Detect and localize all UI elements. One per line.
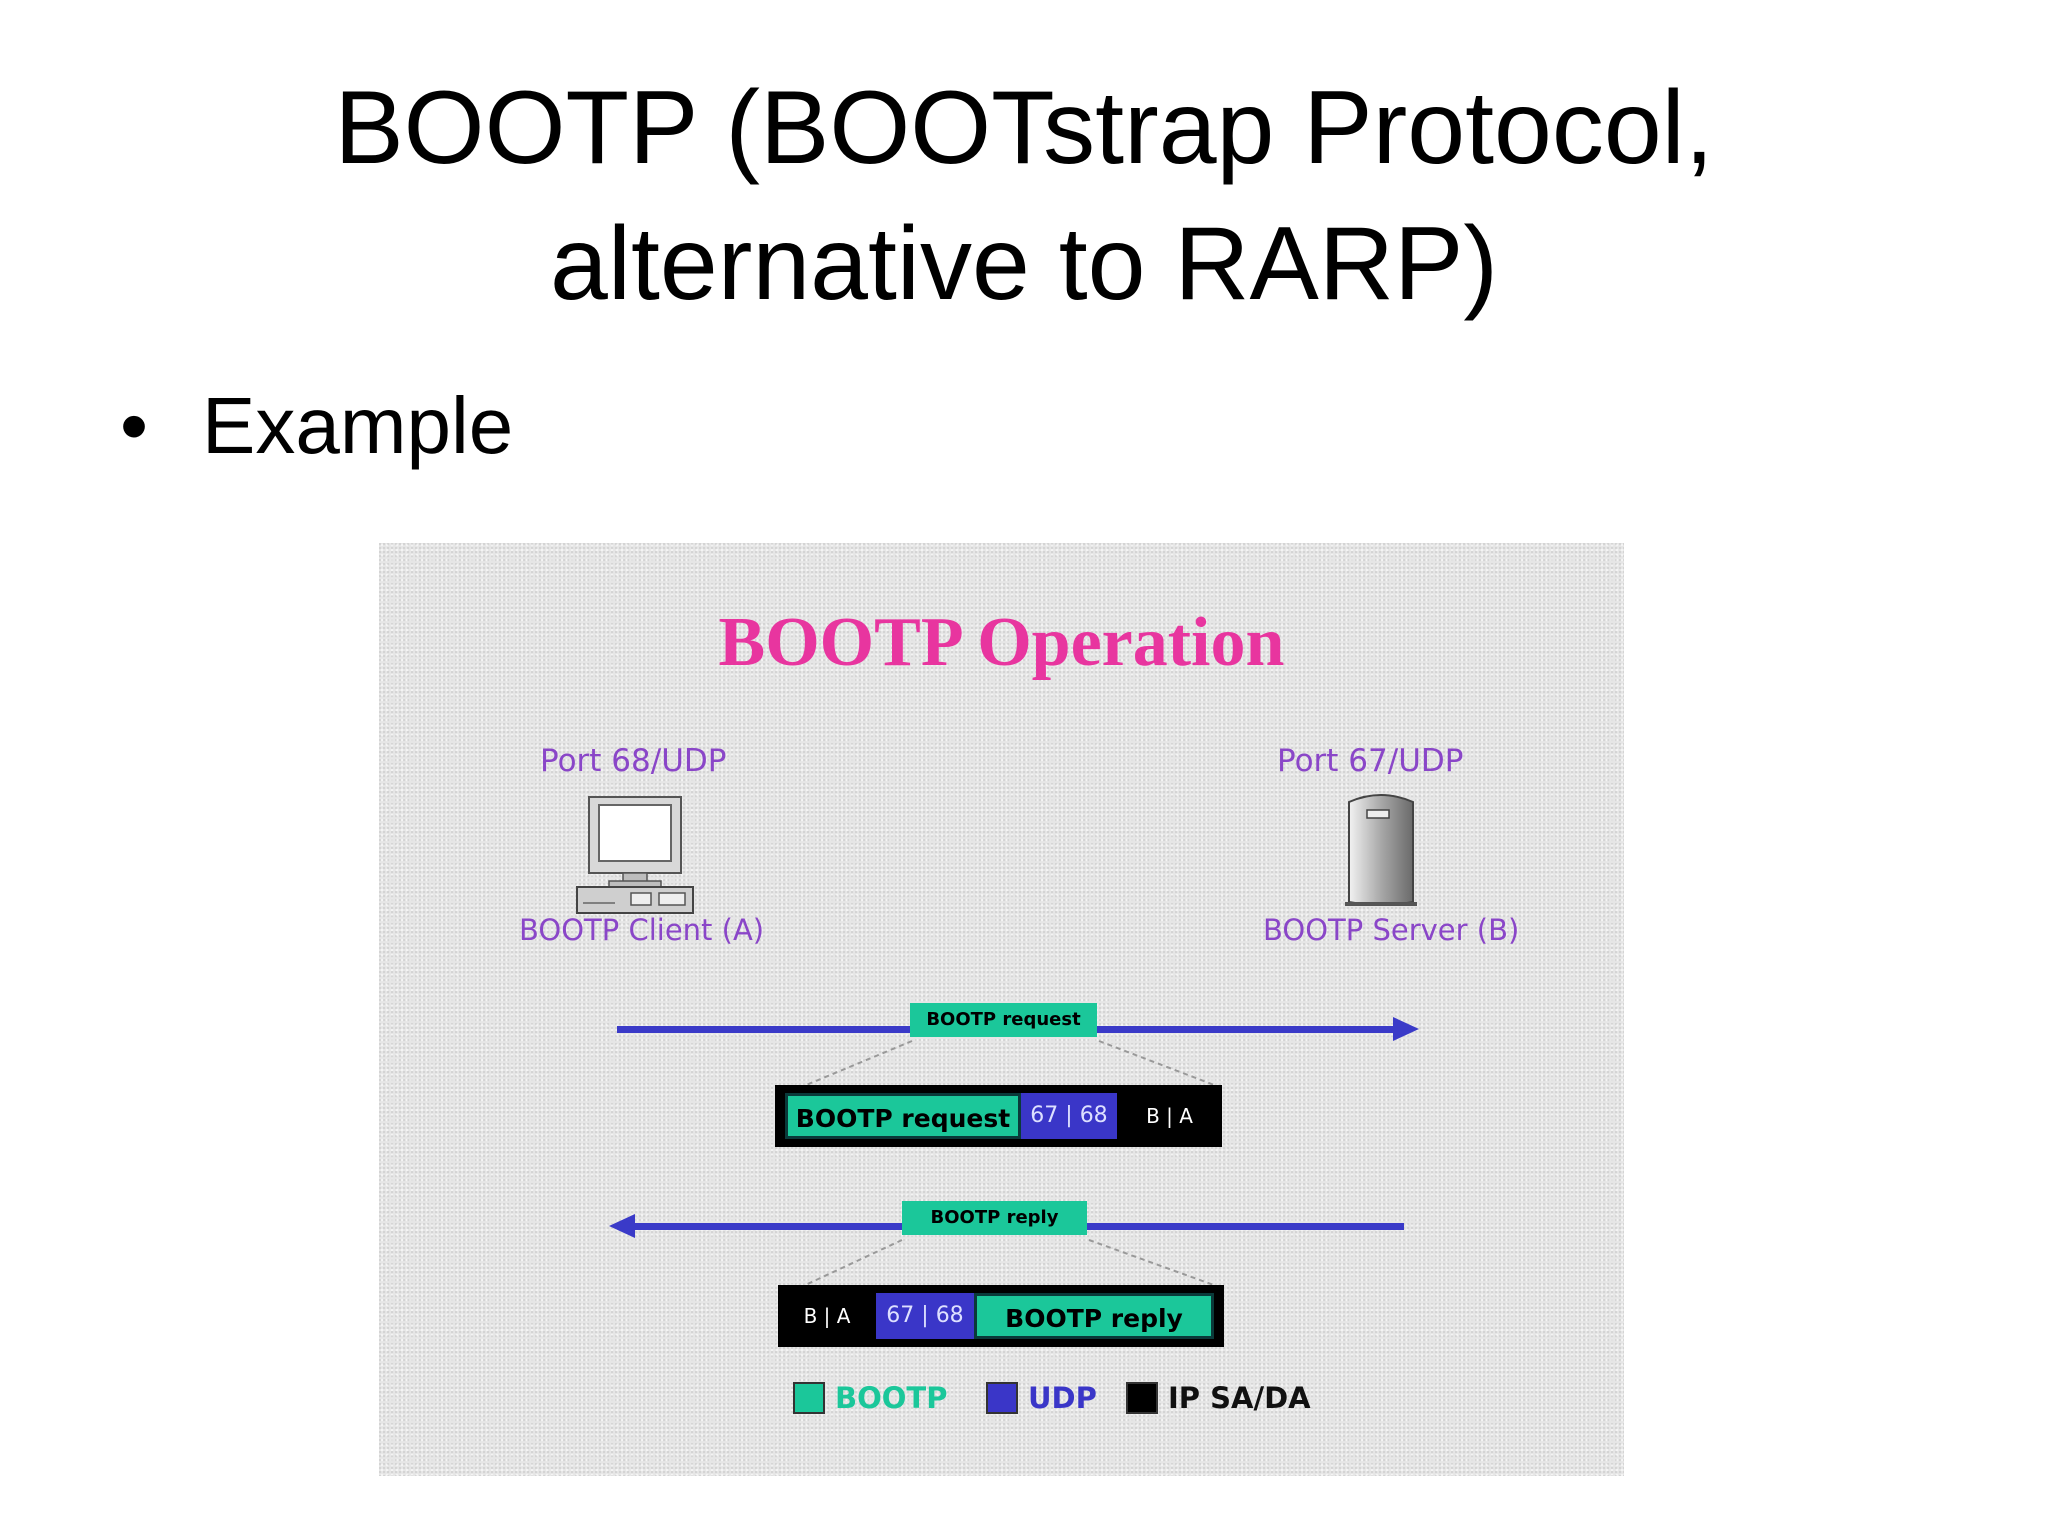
slide-title-line-2: alternative to RARP) <box>550 206 1498 322</box>
server-port-label: Port 67/UDP <box>1277 743 1464 779</box>
legend-ip: IP SA/DA <box>1126 1381 1311 1415</box>
request-packet-udp: 67 | 68 <box>1021 1093 1117 1139</box>
request-packet-ip: B | A <box>1146 1104 1193 1128</box>
bullet-item: • Example <box>120 378 513 474</box>
desktop-computer-icon <box>575 793 695 920</box>
request-packet: BOOTP request 67 | 68 B | A <box>775 1085 1222 1147</box>
legend-udp-swatch <box>986 1382 1018 1414</box>
reply-tag: BOOTP reply <box>902 1201 1087 1235</box>
legend-udp: UDP <box>986 1381 1097 1415</box>
slide-title-line-1: BOOTP (BOOTstrap Protocol, <box>334 70 1714 186</box>
legend-bootp-swatch <box>793 1382 825 1414</box>
bullet-dot-icon: • <box>120 381 149 470</box>
reply-packet-bootp: BOOTP reply <box>974 1293 1214 1339</box>
server-label: BOOTP Server (B) <box>1263 913 1520 947</box>
bootp-operation-figure: BOOTP Operation Port 68/UDP BOOTP Client… <box>379 543 1624 1476</box>
client-port-label: Port 68/UDP <box>540 743 727 779</box>
bullet-text: Example <box>202 381 514 470</box>
reply-packet-udp: 67 | 68 <box>876 1293 974 1339</box>
request-tag: BOOTP request <box>910 1003 1097 1037</box>
reply-packet-ip: B | A <box>803 1304 851 1328</box>
legend-bootp: BOOTP <box>793 1381 947 1415</box>
expansion-lines <box>798 1040 1223 1289</box>
reply-packet: B | A 67 | 68 BOOTP reply <box>778 1285 1224 1347</box>
legend-ip-label: IP SA/DA <box>1168 1381 1311 1415</box>
request-packet-bootp: BOOTP request <box>785 1093 1021 1139</box>
reply-arrowhead-icon <box>609 1214 635 1238</box>
server-tower-icon <box>1341 788 1421 913</box>
client-label: BOOTP Client (A) <box>519 913 765 947</box>
legend-ip-swatch <box>1126 1382 1158 1414</box>
figure-title: BOOTP Operation <box>718 604 1285 681</box>
legend-udp-label: UDP <box>1028 1381 1097 1415</box>
slide-title: BOOTP (BOOTstrap Protocol, alternative t… <box>0 60 2048 332</box>
legend-bootp-label: BOOTP <box>835 1381 948 1415</box>
request-arrowhead-icon <box>1393 1017 1419 1041</box>
